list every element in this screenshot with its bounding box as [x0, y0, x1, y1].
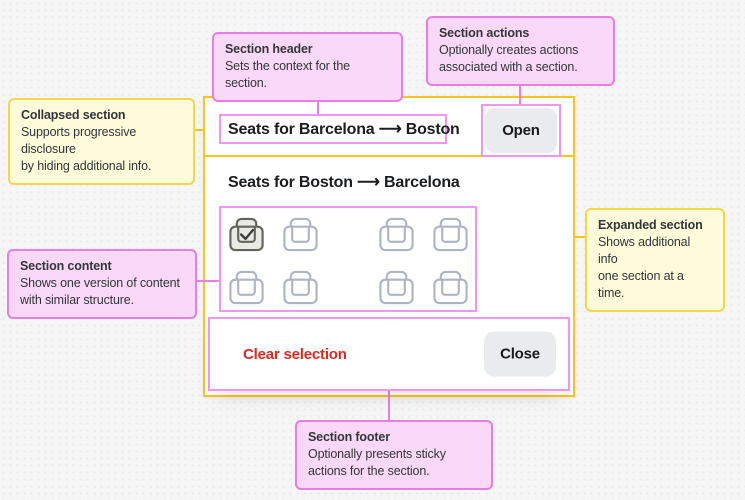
close-button-wrap: Close	[484, 331, 556, 377]
note-section-actions: Section actions Optionally creates actio…	[426, 16, 615, 86]
seat-back	[235, 270, 258, 281]
open-button[interactable]: Open	[485, 108, 557, 153]
connector-section-content	[195, 280, 221, 282]
seat-body	[379, 278, 414, 305]
seat-icon[interactable]	[227, 215, 266, 254]
expanded-section-title: Seats for Boston ⟶ Barcelona	[228, 174, 460, 191]
note-section-header: Section header Sets the context for the …	[212, 32, 403, 102]
connector-section-actions	[519, 75, 521, 106]
seat-cushion	[237, 226, 256, 243]
seat-back	[439, 217, 462, 228]
note-body: Sets the context for the section.	[225, 59, 350, 90]
note-collapsed-section: Collapsed section Supports progressive d…	[8, 98, 195, 185]
connector-collapsed-section	[193, 129, 205, 131]
note-section-footer: Section footer Optionally presents stick…	[295, 420, 493, 490]
seat-cushion	[237, 279, 256, 296]
note-title: Section content	[20, 259, 112, 273]
note-expanded-section: Expanded section Shows additional info o…	[585, 208, 725, 312]
note-title: Collapsed section	[21, 108, 126, 122]
seat-cushion	[387, 226, 406, 243]
seat-body	[379, 225, 414, 252]
seat-back	[289, 217, 312, 228]
seat-icon[interactable]	[431, 215, 470, 254]
seat-icon[interactable]	[227, 268, 266, 307]
aisle-gap	[335, 268, 362, 307]
connector-section-footer	[388, 389, 390, 422]
aisle-gap	[335, 215, 362, 254]
section-footer-bar: Clear selection Close	[208, 317, 570, 391]
seat-cushion	[291, 226, 310, 243]
collapsed-section-header-row[interactable]	[203, 96, 575, 157]
seat-icon[interactable]	[377, 268, 416, 307]
note-title: Section header	[225, 42, 313, 56]
seat-body	[283, 278, 318, 305]
collapsed-section-title: Seats for Barcelona ⟶ Boston	[228, 121, 460, 138]
section-header-highlight: Seats for Barcelona ⟶ Boston	[219, 114, 460, 144]
note-body: Optionally presents sticky actions for t…	[308, 447, 446, 478]
note-body: Shows one version of content with simila…	[20, 276, 180, 307]
seat-check-icon	[239, 228, 255, 241]
seat-cushion	[441, 279, 460, 296]
seat-icon[interactable]	[431, 268, 470, 307]
seat-back	[385, 217, 408, 228]
seat-back	[235, 217, 258, 228]
seat-cushion	[387, 279, 406, 296]
seat-back	[289, 270, 312, 281]
note-body: Shows additional info one section at a t…	[598, 235, 691, 300]
seat-icon[interactable]	[281, 268, 320, 307]
note-title: Expanded section	[598, 218, 703, 232]
seat-back	[385, 270, 408, 281]
connector-expanded-section	[573, 236, 587, 238]
note-body: Optionally creates actions associated wi…	[439, 43, 579, 74]
clear-selection-button[interactable]: Clear selection	[243, 345, 347, 363]
seat-cushion	[441, 226, 460, 243]
seat-body	[229, 278, 264, 305]
seat-cushion	[291, 279, 310, 296]
seat-body	[433, 225, 468, 252]
seat-body	[433, 278, 468, 305]
note-title: Section footer	[308, 430, 390, 444]
seat-body	[283, 225, 318, 252]
section-actions-highlight: Open	[481, 104, 561, 157]
seat-icon[interactable]	[281, 215, 320, 254]
seat-row	[227, 268, 475, 307]
seat-grid	[219, 206, 477, 312]
seat-back	[439, 270, 462, 281]
seat-row	[227, 215, 475, 254]
note-section-content: Section content Shows one version of con…	[7, 249, 197, 319]
note-title: Section actions	[439, 26, 530, 40]
seat-icon[interactable]	[377, 215, 416, 254]
close-button[interactable]: Close	[484, 331, 556, 377]
note-body: Supports progressive disclosure by hidin…	[21, 125, 152, 173]
